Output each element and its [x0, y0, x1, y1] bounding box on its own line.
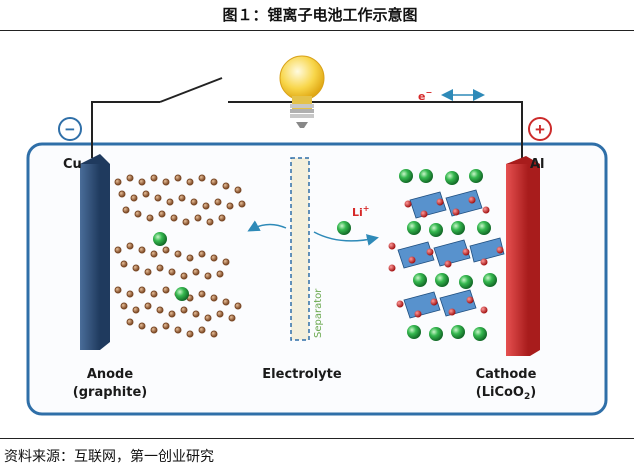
anode-electrode	[80, 154, 110, 350]
lithium-ion-electrolyte	[337, 221, 351, 235]
graphite-layer-2	[114, 242, 230, 280]
source-note: 资料来源：互联网，第一创业研究	[4, 449, 214, 465]
svg-text:−: −	[65, 120, 75, 139]
ion-flow-arrow-right	[313, 231, 379, 246]
electrolyte-label: Electrolyte	[262, 367, 342, 382]
cathode-crystal	[388, 169, 505, 341]
lithium-ions-cathode	[399, 169, 497, 341]
ion-flow-arrow-left	[247, 220, 287, 232]
battery-diagram: e− − + Cu Separator	[26, 55, 608, 416]
cathode-metal-label: Al	[530, 157, 545, 172]
bottom-divider	[0, 438, 634, 439]
negative-terminal-icon: −	[58, 117, 82, 141]
circuit-wire	[91, 101, 160, 158]
cathode-label: Cathode	[476, 367, 537, 382]
cathode-electrode	[506, 156, 540, 356]
lithium-ion-label: Li+	[352, 204, 369, 219]
cobalt-oxide-layers	[397, 189, 505, 319]
top-divider	[0, 30, 634, 31]
separator-label: Separator	[313, 288, 324, 338]
oxygen-atoms	[388, 196, 504, 318]
svg-text:+: +	[535, 120, 545, 139]
lithium-ion-anode-2	[175, 287, 189, 301]
figure-title: 图１：锂离子电池工作示意图	[222, 6, 418, 24]
lithium-ion-anode-1	[153, 232, 167, 246]
anode-material-label: (graphite)	[73, 385, 147, 400]
switch-lever	[159, 77, 223, 103]
light-bulb-icon	[279, 55, 325, 128]
positive-terminal-icon: +	[528, 117, 552, 141]
electron-label: e−	[418, 88, 432, 103]
graphite-layer-1	[114, 174, 246, 226]
separator	[290, 157, 310, 341]
anode-label: Anode	[87, 367, 134, 382]
anode-metal-label: Cu	[63, 157, 82, 172]
circuit-wire-right	[228, 101, 523, 158]
cathode-material-label: (LiCoO2)	[476, 385, 536, 402]
